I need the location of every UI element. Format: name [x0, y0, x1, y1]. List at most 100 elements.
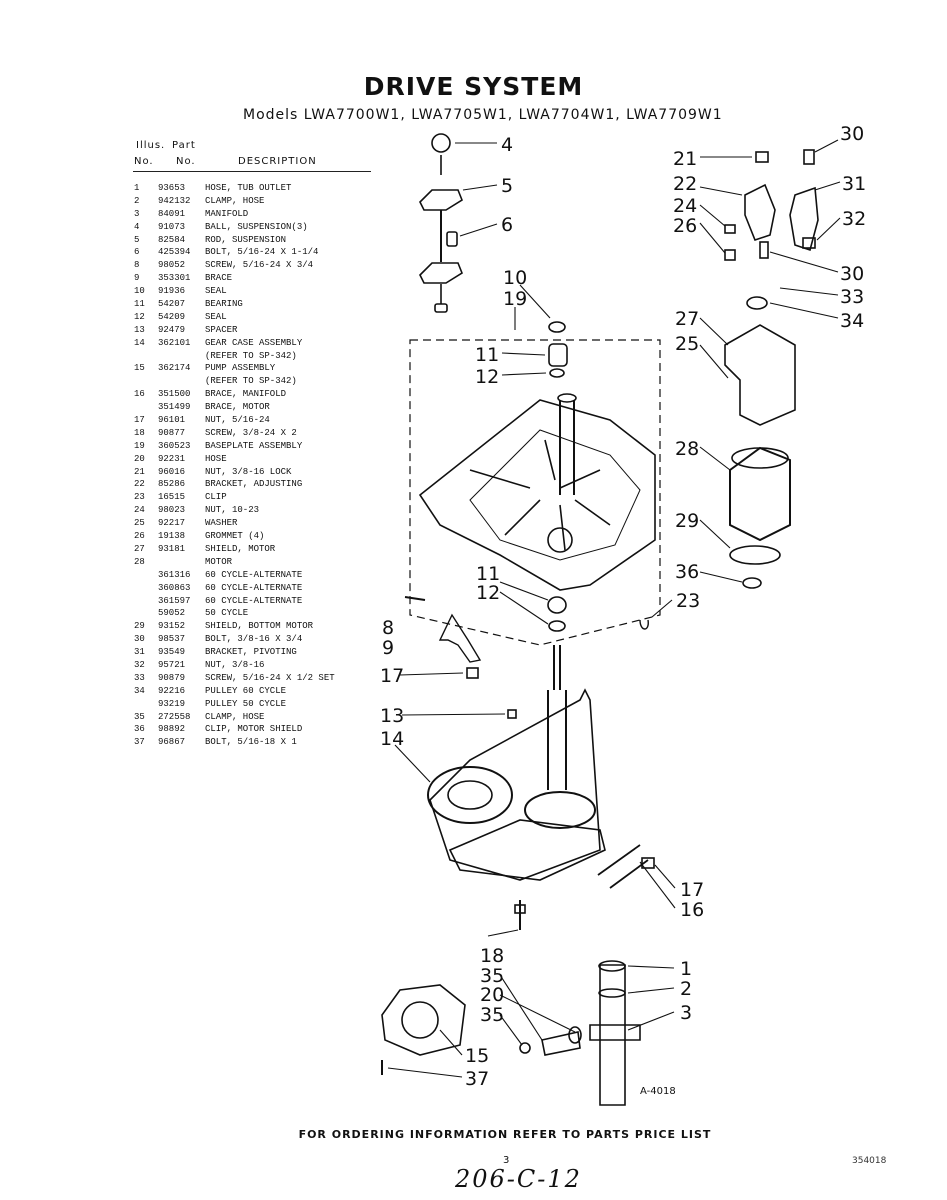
part-illus-number: 8 [134, 260, 140, 271]
part-number: 360523 [158, 440, 191, 451]
parts-row: 19360523Baseplate Assembly [134, 440, 384, 453]
callout-label: 5 [501, 175, 513, 197]
part-number: 93549 [158, 647, 186, 658]
document-number: 354018 [852, 1156, 887, 1166]
part-number: 84091 [158, 208, 186, 219]
suspension-bracket-top [419, 189, 463, 211]
parts-row: (Refer to SP-342) [134, 350, 384, 363]
baseplate-assembly-box [409, 339, 661, 646]
part-description: Clip, Motor Shield [205, 724, 303, 735]
callout-label: 22 [673, 173, 697, 195]
part-number: 360863 [158, 582, 191, 593]
part-number: 942132 [158, 195, 191, 206]
part-number: 93219 [158, 698, 186, 709]
part-number: 98892 [158, 724, 186, 735]
callout-label: 10 [503, 267, 527, 289]
callout-label: 16 [680, 899, 704, 921]
callout-label: 11 [476, 563, 500, 585]
part-number: 82584 [158, 234, 186, 245]
part-illus-number: 21 [134, 466, 145, 477]
callout-label: 35 [480, 1004, 504, 1026]
parts-row: 898052Screw, 5/16-24 x 3/4 [134, 259, 384, 272]
callout-label: 8 [382, 617, 394, 639]
part-description: Nut, 3/8-16 Lock [205, 466, 292, 477]
parts-row: 193653Hose, Tub Outlet [134, 182, 384, 195]
callout-label: 25 [675, 333, 699, 355]
suspension-bracket-bottom [419, 262, 463, 284]
part-number: 95721 [158, 659, 186, 670]
header-no-1: No. [134, 156, 154, 167]
callout-label: 21 [673, 148, 697, 170]
part-number: 92216 [158, 685, 186, 696]
parts-row: 582584Rod, Suspension [134, 234, 384, 247]
models-subtitle: Models LWA7700W1, LWA7705W1, LWA7704W1, … [243, 107, 723, 123]
parts-row: 34 92216 Pulley 60 Cycle [134, 685, 384, 698]
parts-row: 2592217Washer [134, 517, 384, 530]
part-number: 59052 [158, 608, 186, 619]
callout-label: 34 [840, 310, 864, 332]
callout-label: 32 [842, 208, 866, 230]
page-number: 3 [503, 1155, 510, 1166]
part-description: Rod, Suspension [205, 234, 287, 245]
parts-row: 2498023Nut, 10-23 [134, 504, 384, 517]
callout-label: 2 [680, 978, 692, 1000]
part-illus-number: 31 [134, 647, 145, 658]
callout-label: 17 [680, 879, 704, 901]
part-description: Brace, Manifold [205, 389, 287, 400]
manifold-brace [597, 844, 649, 889]
parts-row: 28Motor [134, 556, 384, 569]
part-description: Seal [205, 311, 227, 322]
part-description: Nut, 5/16-24 [205, 415, 270, 426]
ordering-footer: FOR ORDERING INFORMATION REFER TO PARTS … [298, 1128, 712, 1141]
part-description: Shield, Motor [205, 543, 276, 554]
part-description: Clamp, Hose [205, 195, 265, 206]
suspension-ball [431, 133, 451, 153]
callout-label: 26 [673, 215, 697, 237]
part-illus-number: 16 [134, 389, 145, 400]
parts-row: 2942132Clamp, Hose [134, 195, 384, 208]
part-description: 60 Cycle-Alternate [205, 569, 303, 580]
part-description: 60 Cycle-Alternate [205, 582, 303, 593]
part-number: 362101 [158, 337, 191, 348]
parts-row: 21 96016 Nut, 3/8-16 Lock [134, 466, 384, 479]
bottom-motor-shield [729, 545, 781, 565]
part-illus-number: 25 [134, 518, 145, 529]
callout-label: 24 [673, 195, 697, 217]
part-number: 96101 [158, 415, 186, 426]
part-description: Pump Assembly [205, 363, 276, 374]
part-number: 351499 [158, 402, 191, 413]
parts-row: 3390879Screw, 5/16-24 x 1/2 Set [134, 672, 384, 685]
parts-row: 3796867Bolt, 5/16-18 x 1 [134, 736, 384, 749]
part-description: (Refer to SP-342) [205, 350, 297, 361]
part-illus-number: 34 [134, 685, 145, 696]
parts-row: 2619138Grommet (4) [134, 530, 384, 543]
part-illus-number: 11 [134, 299, 145, 310]
callout-label: 29 [675, 510, 699, 532]
parts-row: 16351500Brace, Manifold [134, 388, 384, 401]
part-description: Pulley 60 Cycle [205, 685, 287, 696]
parts-row: 31 93549 Bracket, Pivoting [134, 646, 384, 659]
part-illus-number: 24 [134, 505, 145, 516]
page-title: DRIVE SYSTEM [363, 72, 584, 101]
callout-label: 30 [840, 263, 864, 285]
callout-label: 11 [475, 344, 499, 366]
part-illus-number: 22 [134, 479, 145, 490]
part-description: Seal [205, 286, 227, 297]
part-number: 96016 [158, 466, 186, 477]
part-illus-number: 4 [134, 221, 140, 232]
part-illus-number: 17 [134, 415, 145, 426]
part-description: Bolt, 3/8-16 x 3/4 [205, 634, 303, 645]
part-description: Bracket, Adjusting [205, 479, 303, 490]
manifold [599, 964, 626, 1106]
callout-label: 36 [675, 561, 699, 583]
header-illus: Illus. [136, 140, 166, 151]
callout-label: 33 [840, 286, 864, 308]
part-number: 361316 [158, 569, 191, 580]
part-description: Bracket, Pivoting [205, 647, 297, 658]
callout-label: 13 [380, 705, 404, 727]
part-illus-number: 10 [134, 286, 145, 297]
part-number: 362174 [158, 363, 191, 374]
part-number: 93653 [158, 183, 186, 193]
